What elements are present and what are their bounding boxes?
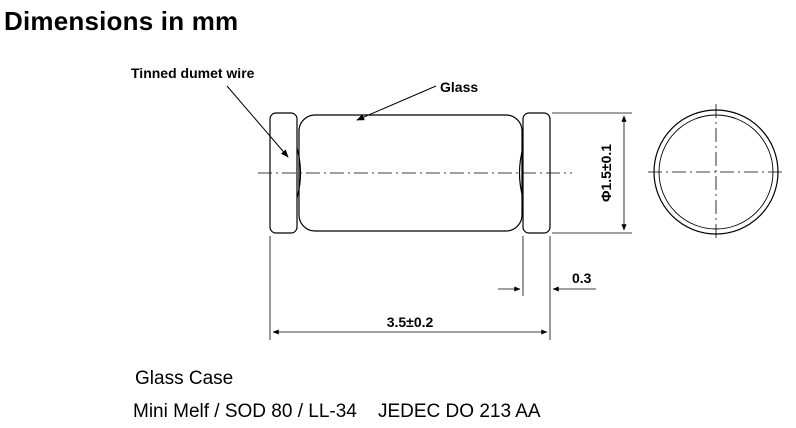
length-dimension bbox=[269, 236, 551, 340]
glass-leader-arrow bbox=[356, 85, 437, 121]
wire-label: Tinned dumet wire bbox=[131, 65, 255, 81]
diameter-label: Φ1.5±0.1 bbox=[598, 144, 614, 202]
wire-leader-arrow bbox=[226, 85, 289, 158]
package-designation-text: Mini Melf / SOD 80 / LL-34 JEDEC DO 213 … bbox=[133, 401, 541, 422]
case-type-text: Glass Case bbox=[135, 368, 234, 389]
end-width-dimension bbox=[498, 236, 596, 296]
length-label: 3.5±0.2 bbox=[387, 314, 434, 330]
package-end-view bbox=[648, 104, 784, 240]
right-bead bbox=[518, 147, 524, 199]
page-title: Dimensions in mm bbox=[4, 6, 239, 36]
end-width-label: 0.3 bbox=[572, 270, 592, 286]
diameter-dimension bbox=[552, 112, 632, 234]
glass-label: Glass bbox=[440, 79, 478, 95]
